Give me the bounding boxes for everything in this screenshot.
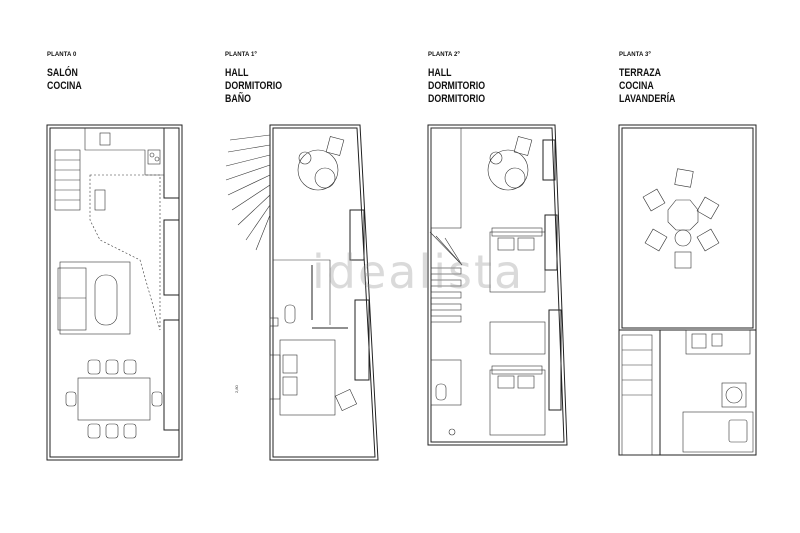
floor-3-header: PLANTA 3º TERRAZA COCINA LAVANDERÍA bbox=[619, 52, 689, 106]
room-label: LAVANDERÍA bbox=[619, 93, 676, 105]
plan-floor-3 bbox=[618, 124, 757, 456]
bathroom bbox=[430, 359, 462, 406]
laundry-counter bbox=[682, 411, 754, 453]
stairs bbox=[54, 149, 81, 211]
stairs bbox=[429, 231, 463, 323]
sofa bbox=[57, 261, 131, 335]
room-label: COCINA bbox=[47, 80, 82, 92]
plan-floor-0 bbox=[46, 124, 183, 461]
room-label: TERRAZA bbox=[619, 67, 662, 79]
floor-level-label: PLANTA 2º bbox=[428, 52, 460, 58]
toilet bbox=[284, 304, 296, 324]
room-label: DORMITORIO bbox=[428, 80, 486, 92]
round-table bbox=[487, 136, 533, 191]
stairs bbox=[621, 334, 653, 456]
floor-level-label: PLANTA 1º bbox=[225, 52, 257, 58]
bathroom-wall bbox=[273, 259, 331, 325]
kitchen-counter bbox=[84, 128, 165, 211]
floor-0-header: PLANTA 0 SALÓN COCINA bbox=[47, 52, 90, 93]
window bbox=[349, 209, 365, 261]
room-label: DORMITORIO bbox=[225, 80, 283, 92]
dining-table bbox=[65, 359, 163, 439]
watermark: idealista bbox=[312, 245, 525, 299]
bed bbox=[489, 365, 546, 436]
washing-machine bbox=[721, 382, 747, 408]
room-label: HALL bbox=[428, 67, 452, 79]
floor-1-header: PLANTA 1º HALL DORMITORIO BAÑO bbox=[225, 52, 296, 106]
floor-2-header: PLANTA 2º HALL DORMITORIO DORMITORIO bbox=[428, 52, 499, 106]
stairs bbox=[225, 134, 271, 251]
tiled-floor bbox=[89, 174, 161, 331]
room-label: COCINA bbox=[619, 80, 654, 92]
toilet bbox=[435, 383, 447, 401]
room-label: SALÓN bbox=[47, 67, 78, 79]
window bbox=[163, 319, 180, 431]
window bbox=[354, 299, 370, 381]
dimension-label: 2,80 bbox=[234, 384, 239, 393]
window bbox=[548, 309, 562, 411]
washer-dryer bbox=[728, 419, 748, 443]
floor-level-label: PLANTA 0 bbox=[47, 52, 77, 58]
room-label: BAÑO bbox=[225, 93, 251, 105]
floor-level-label: PLANTA 3º bbox=[619, 52, 651, 58]
window bbox=[163, 219, 180, 296]
bed bbox=[269, 339, 358, 416]
terrace-table bbox=[642, 168, 720, 269]
plan-floor-2 bbox=[427, 124, 568, 446]
room-label: DORMITORIO bbox=[428, 93, 486, 105]
bed bbox=[489, 227, 546, 293]
wardrobe bbox=[489, 321, 546, 355]
window bbox=[163, 127, 180, 199]
kitchen-counter bbox=[685, 329, 751, 355]
storage bbox=[430, 127, 462, 229]
window bbox=[542, 139, 556, 181]
round-table bbox=[297, 136, 345, 191]
room-label: HALL bbox=[225, 67, 249, 79]
plan-floor-1: 2,80 bbox=[225, 124, 379, 461]
